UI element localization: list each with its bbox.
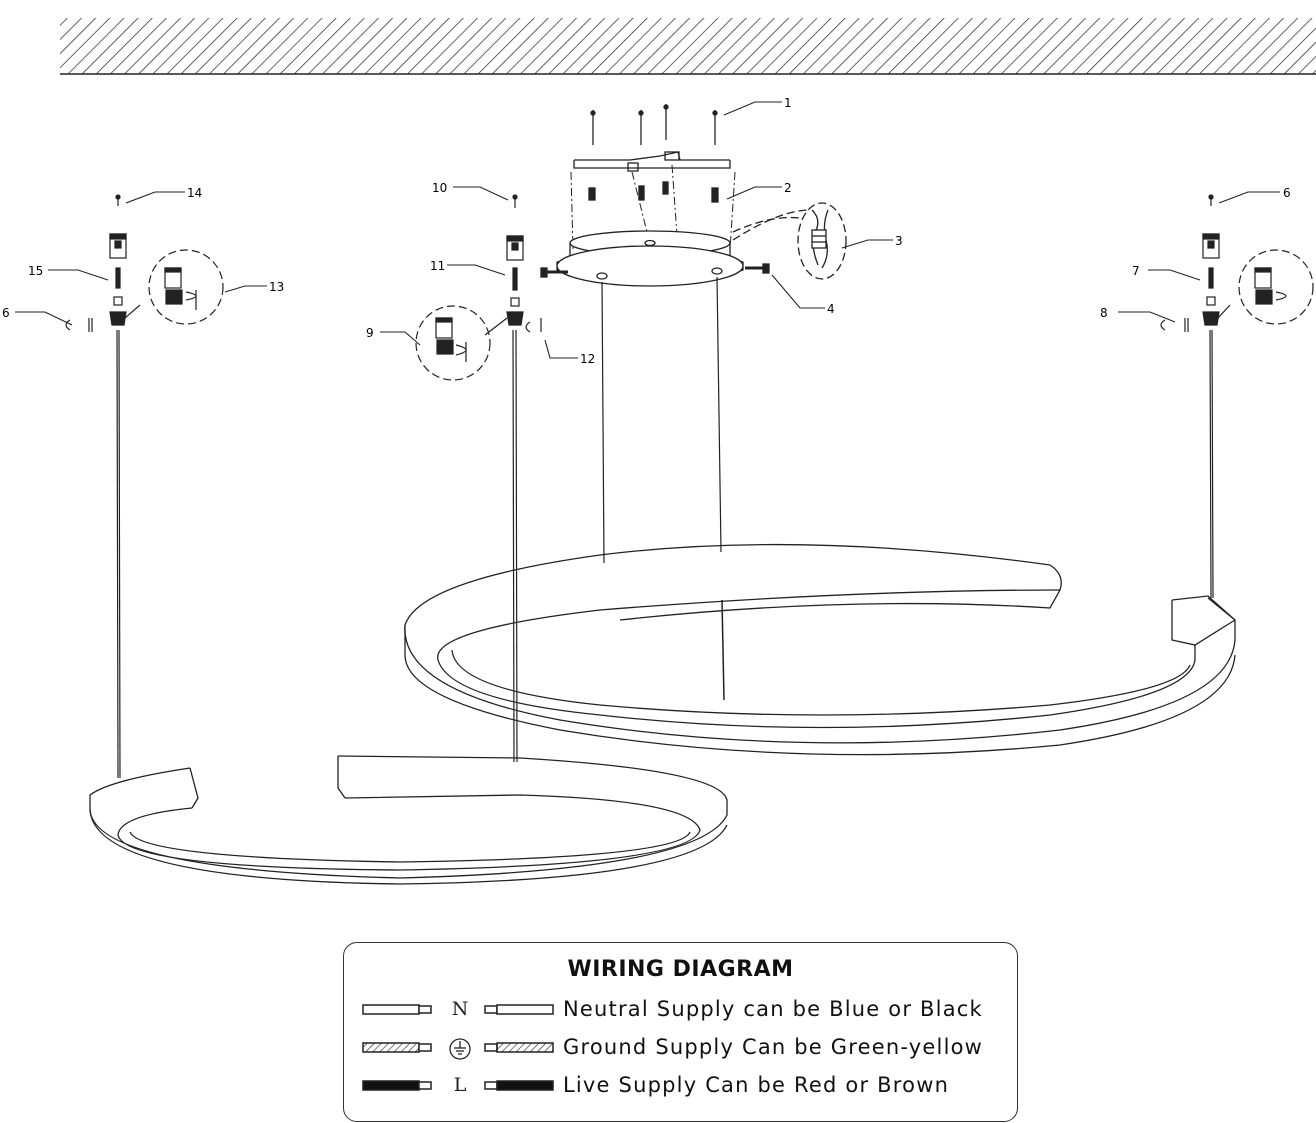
terminal-block-detail bbox=[732, 202, 847, 280]
part-labels: 1 2 3 4 6 7 8 6 9 10 11 12 13 14 15 bbox=[2, 96, 1291, 366]
ground-wire-icon bbox=[484, 1042, 554, 1053]
wiring-diagram-title: WIRING DIAGRAM bbox=[567, 957, 794, 982]
ceiling-screws bbox=[590, 104, 718, 145]
ceiling bbox=[60, 18, 1316, 75]
live-symbol: L bbox=[453, 1074, 467, 1096]
neutral-description: Neutral Supply can be Blue or Black bbox=[563, 997, 983, 1021]
neutral-wire-icon bbox=[362, 1004, 432, 1015]
live-description: Live Supply Can be Red or Brown bbox=[563, 1073, 950, 1097]
middle-hanger-set bbox=[415, 194, 542, 763]
part-label: 9 bbox=[366, 326, 374, 340]
left-hanger-set bbox=[65, 194, 224, 779]
mounting-bracket bbox=[573, 151, 731, 172]
part-label: 10 bbox=[432, 181, 447, 195]
neutral-symbol: N bbox=[451, 998, 469, 1020]
part-label: 4 bbox=[827, 302, 835, 316]
lower-ring bbox=[89, 755, 728, 885]
right-hanger-set bbox=[1160, 194, 1314, 599]
part-label: 2 bbox=[784, 181, 792, 195]
neutral-wire-icon bbox=[484, 1004, 554, 1015]
part-label: 7 bbox=[1132, 264, 1140, 278]
canopy-assembly bbox=[540, 104, 847, 287]
part-label: 3 bbox=[895, 234, 903, 248]
upper-ring bbox=[404, 543, 1236, 756]
ground-wire-icon bbox=[362, 1042, 432, 1053]
part-label: 11 bbox=[430, 259, 445, 273]
wiring-row-ground: Ground Supply Can be Green-yellow bbox=[344, 1034, 1017, 1064]
wiring-row-live: L Live Supply Can be Red or Brown bbox=[344, 1072, 1017, 1102]
part-label: 1 bbox=[784, 96, 792, 110]
wiring-row-neutral: N Neutral Supply can be Blue or Black bbox=[344, 996, 1017, 1026]
ground-symbol-icon bbox=[449, 1038, 471, 1060]
ground-description: Ground Supply Can be Green-yellow bbox=[563, 1035, 984, 1059]
live-wire-icon bbox=[484, 1080, 554, 1091]
part-label: 13 bbox=[269, 280, 284, 294]
canopy-side-screws bbox=[540, 263, 770, 278]
part-label: 8 bbox=[1100, 306, 1108, 320]
part-label: 14 bbox=[187, 186, 202, 200]
live-wire-icon bbox=[362, 1080, 432, 1091]
wiring-diagram-box: WIRING DIAGRAM N Neutral Supply can be B… bbox=[343, 942, 1018, 1122]
part-label: 12 bbox=[580, 352, 595, 366]
part-label: 6 bbox=[1283, 186, 1291, 200]
wall-anchors bbox=[588, 181, 719, 203]
leader-lines bbox=[15, 101, 1280, 359]
canopy-cables bbox=[601, 276, 725, 701]
part-label: 6 bbox=[2, 306, 10, 320]
part-label: 15 bbox=[28, 264, 43, 278]
